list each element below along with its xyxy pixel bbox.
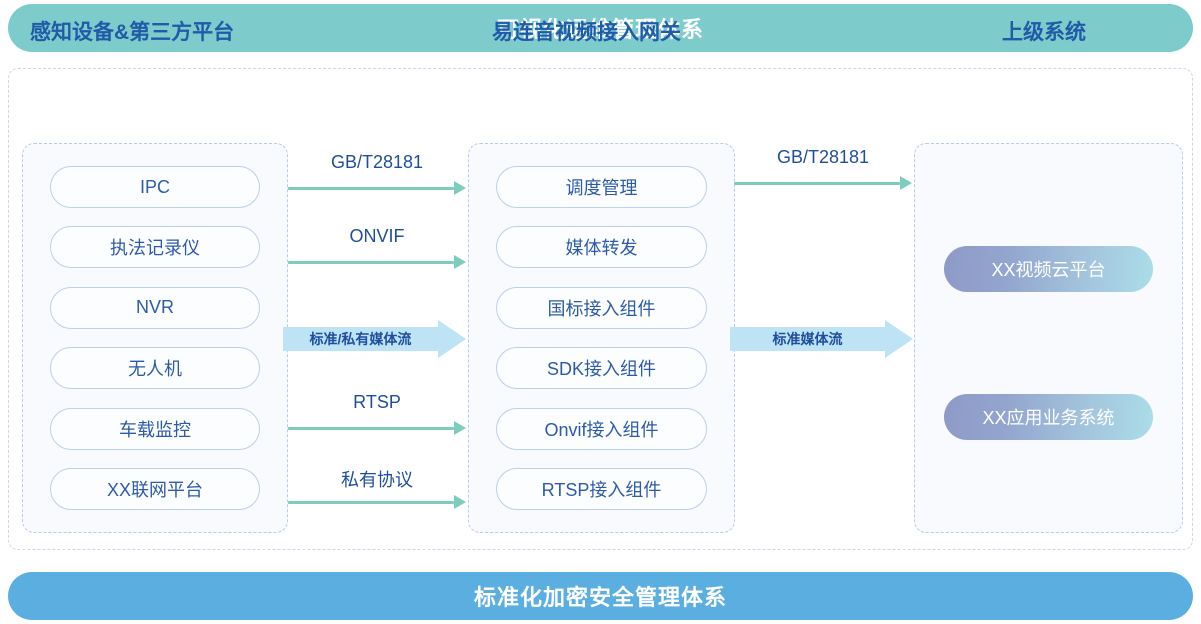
connector-arrow-gbt28181-left [288, 181, 466, 195]
panel-upper-system-list: XX视频云平台 XX应用业务系统 [915, 144, 1182, 532]
column-title-upper-system: 上级系统 [1002, 21, 1086, 44]
column-title-sensing-devices: 感知设备&第三方平台 [30, 21, 235, 44]
list-item[interactable]: 媒体转发 [496, 226, 707, 269]
list-item[interactable]: XX视频云平台 [944, 246, 1153, 292]
list-item[interactable]: SDK接入组件 [496, 347, 707, 390]
column-title-gateway: 易连音视频接入网关 [492, 21, 681, 44]
list-item[interactable]: 执法记录仪 [50, 226, 260, 269]
list-item[interactable]: NVR [50, 286, 260, 329]
list-item[interactable]: 车载监控 [50, 407, 260, 450]
connector-label-private-protocol: 私有协议 [341, 470, 413, 490]
panel-gateway-list: 调度管理 媒体转发 国标接入组件 SDK接入组件 Onvif接入组件 RTSP接… [469, 166, 734, 510]
connector-label-gbt28181-left: GB/T28181 [330, 152, 424, 172]
list-item[interactable]: Onvif接入组件 [496, 407, 707, 450]
connector-arrow-gbt28181-right [734, 176, 912, 190]
connector-block-arrow-standard-private-media: 标准/私有媒体流 [283, 320, 466, 358]
connector-label-gbt28181-right: GB/T28181 [776, 147, 870, 167]
bottom-banner: 标准化加密安全管理体系 [8, 572, 1193, 620]
panel-sensing-devices: IPC 执法记录仪 NVR 无人机 车载监控 XX联网平台 [22, 143, 288, 533]
connector-arrow-rtsp [288, 421, 466, 435]
connector-arrow-onvif [288, 255, 466, 269]
list-item[interactable]: XX应用业务系统 [944, 394, 1153, 440]
panel-upper-system: XX视频云平台 XX应用业务系统 [914, 143, 1183, 533]
connector-arrow-private-protocol [288, 495, 466, 509]
connector-label-rtsp: RTSP [353, 392, 401, 412]
list-item[interactable]: 无人机 [50, 347, 260, 390]
spacer [944, 292, 1153, 394]
list-item[interactable]: IPC [50, 166, 260, 208]
top-banner-label: 可视化运维管理体系 [496, 17, 704, 42]
panel-sensing-devices-list: IPC 执法记录仪 NVR 无人机 车载监控 XX联网平台 [23, 166, 287, 510]
list-item[interactable]: 调度管理 [496, 166, 707, 208]
connector-block-arrow-standard-media: 标准媒体流 [730, 320, 913, 358]
list-item[interactable]: RTSP接入组件 [496, 467, 707, 510]
panel-gateway: 调度管理 媒体转发 国标接入组件 SDK接入组件 Onvif接入组件 RTSP接… [468, 143, 735, 533]
connector-block-arrow-standard-private-media-label: 标准/私有媒体流 [309, 331, 412, 347]
connector-label-onvif: ONVIF [349, 226, 405, 246]
connector-block-arrow-standard-media-label: 标准媒体流 [772, 331, 843, 347]
spacer [944, 144, 1153, 246]
top-banner: 可视化运维管理体系 [8, 4, 1193, 52]
bottom-banner-label: 标准化加密安全管理体系 [473, 585, 727, 610]
list-item[interactable]: XX联网平台 [50, 467, 260, 510]
list-item[interactable]: 国标接入组件 [496, 286, 707, 329]
